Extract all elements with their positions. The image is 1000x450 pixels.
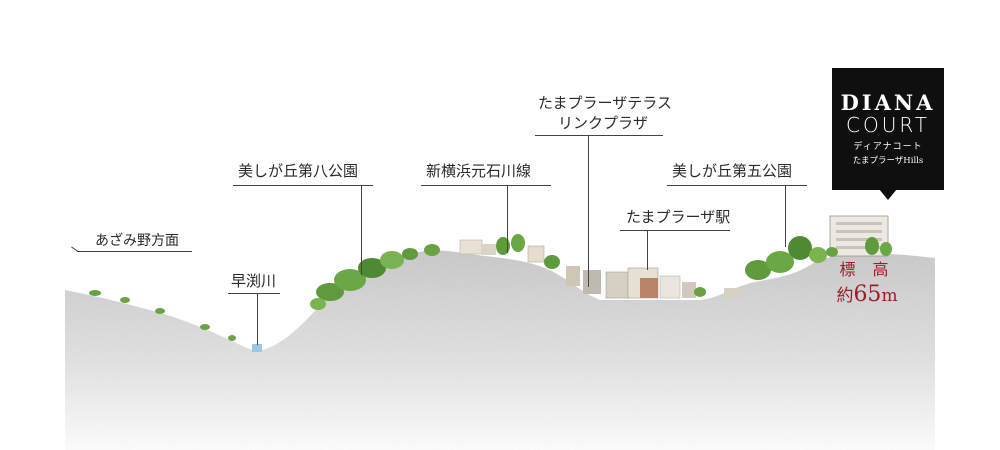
park8-underline: [233, 185, 373, 186]
brand-name-line2: COURT: [845, 113, 930, 137]
brand-name-line1: DIANA: [840, 90, 936, 115]
label-park5: 美しが丘第五公園: [672, 162, 793, 180]
azamino-leader: [77, 251, 192, 252]
hilltop-buildings: [424, 234, 601, 294]
station-underline: [620, 230, 730, 231]
label-station: たまプラーザ駅: [626, 208, 731, 226]
brand-logo-box: DIANA COURT ディアナコート たまプラーザHills: [832, 68, 944, 190]
terrace-leader: [588, 135, 589, 287]
elevation-unit: m: [881, 286, 898, 306]
hayabuchi-underline: [228, 293, 280, 294]
park5-underline: [667, 185, 807, 186]
brand-pointer: [879, 189, 897, 200]
station-leader: [647, 230, 648, 270]
elevation-value: 65: [853, 282, 882, 307]
elevation-value-line: 約65m: [832, 284, 902, 306]
label-shinyokohama: 新横浜元石川線: [426, 162, 532, 180]
brand-kana: ディアナコート: [853, 142, 923, 152]
elevation-label: 標 高 約65m: [832, 262, 902, 306]
shinyokohama-leader: [507, 185, 508, 253]
station-buildings: [605, 267, 706, 299]
elevation-prefix: 約: [836, 286, 854, 306]
label-terrace-line2: リンクプラザ: [558, 114, 649, 132]
label-park8: 美しが丘第八公園: [238, 162, 359, 180]
river: [252, 344, 262, 352]
label-azamino: あざみ野方面: [95, 233, 179, 249]
park5-leader: [785, 185, 786, 247]
brand-subtitle: たまプラーザHills: [852, 156, 924, 166]
hayabuchi-leader: [257, 293, 258, 345]
shinyokohama-underline: [421, 185, 551, 186]
label-terrace-line1: たまプラーザテラス: [538, 94, 672, 112]
foliage-park8: [310, 248, 418, 310]
park8-leader: [361, 185, 362, 275]
elevation-heading: 標 高: [839, 260, 895, 279]
foliage-park5: [724, 236, 827, 298]
foliage-left: [89, 290, 236, 341]
diana-court-building: [826, 215, 892, 257]
label-hayabuchi: 早渕川: [231, 272, 277, 290]
terrace-underline: [535, 135, 663, 136]
